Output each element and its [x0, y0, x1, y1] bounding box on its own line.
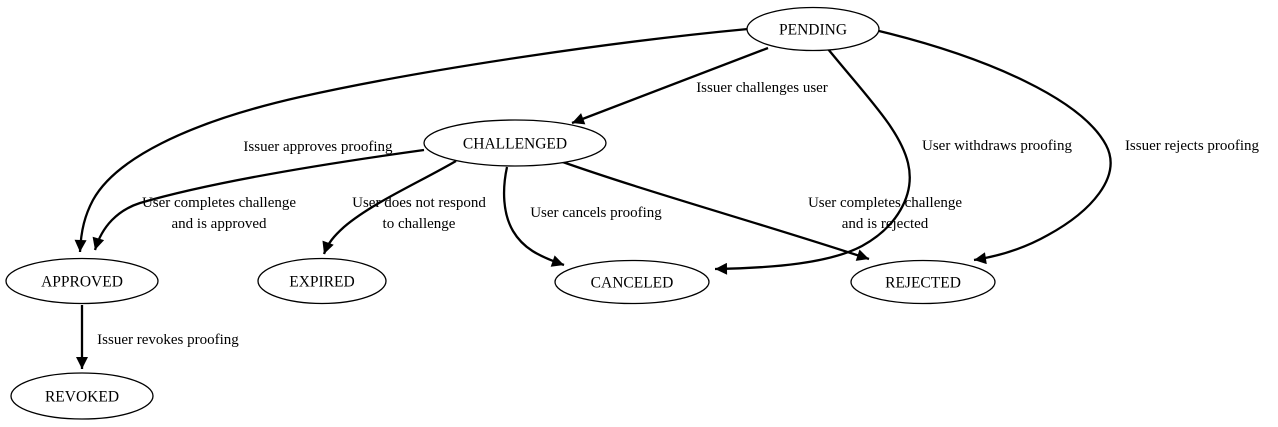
node-canceled: CANCELED [554, 259, 710, 305]
node-expired: EXPIRED [257, 257, 387, 305]
edge-challenged-approved [92, 148, 425, 251]
node-canceled-ellipse [554, 259, 710, 305]
node-rejected-ellipse [850, 259, 996, 305]
edge-label-user-completes-challenge-rejected-line2: and is rejected [842, 216, 929, 232]
edge-label-issuer-approves-proofing: Issuer approves proofing [243, 139, 393, 155]
edge-pending-rejected [878, 29, 1112, 265]
edge-challenged-expired [322, 160, 457, 255]
node-approved-ellipse [5, 257, 159, 305]
node-canceled-label: CANCELED [591, 275, 674, 292]
edge-label-user-completes-challenge-rejected-line1: User completes challenge [808, 195, 962, 211]
edge-label-issuer-revokes-proofing: Issuer revokes proofing [97, 332, 239, 348]
node-challenged-label: CHALLENGED [463, 136, 567, 153]
node-rejected-label: REJECTED [885, 275, 961, 292]
edge-label-user-does-not-respond-line2: to challenge [383, 216, 456, 232]
node-challenged: CHALLENGED [423, 119, 607, 167]
edge-challenged-canceled [502, 166, 565, 267]
node-pending-label: PENDING [779, 22, 847, 39]
node-revoked-label: REVOKED [45, 389, 119, 406]
edge-pending-challenged [571, 46, 769, 125]
edge-label-issuer-rejects-proofing: Issuer rejects proofing [1125, 138, 1260, 154]
node-pending-ellipse [746, 6, 880, 52]
node-pending: PENDING [746, 6, 880, 52]
edge-label-user-completes-challenge-approved-line1: User completes challenge [142, 195, 296, 211]
edge-challenged-rejected [556, 158, 870, 261]
edge-label-issuer-challenges-user: Issuer challenges user [696, 80, 828, 96]
node-challenged-ellipse [423, 119, 607, 167]
edge-label-user-cancels-proofing: User cancels proofing [530, 205, 662, 221]
edge-label-user-does-not-respond-line1: User does not respond [352, 195, 486, 211]
edge-pending-canceled [714, 48, 911, 275]
node-expired-ellipse [257, 257, 387, 305]
node-approved-label: APPROVED [41, 274, 123, 291]
node-approved: APPROVED [5, 257, 159, 305]
node-expired-label: EXPIRED [289, 274, 354, 291]
node-revoked-ellipse [10, 372, 154, 420]
node-revoked: REVOKED [10, 372, 154, 420]
edge-pending-approved [74, 27, 749, 253]
edge-label-user-withdraws-proofing: User withdraws proofing [922, 138, 1072, 154]
node-rejected: REJECTED [850, 259, 996, 305]
edge-label-user-completes-challenge-approved-line2: and is approved [172, 216, 267, 232]
